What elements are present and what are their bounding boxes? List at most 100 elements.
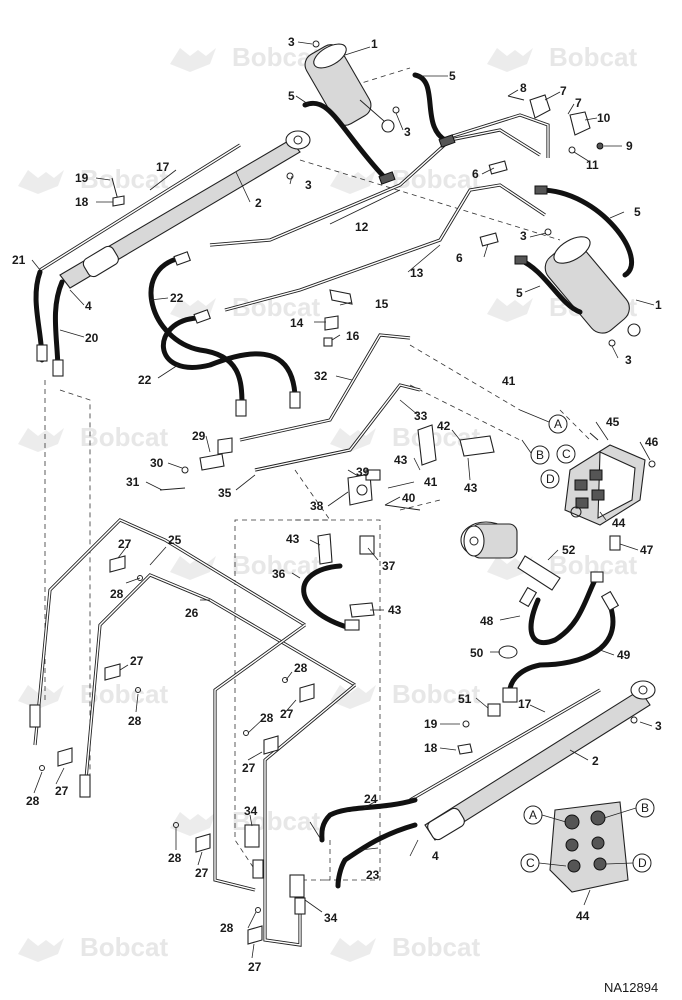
callout-40: 40 <box>402 491 416 505</box>
callout-31: 31 <box>126 475 140 489</box>
port-label-a: A <box>554 417 562 431</box>
callout-46: 46 <box>645 435 659 449</box>
callout-5: 5 <box>449 69 456 83</box>
hose-36 <box>301 563 353 631</box>
port-labels-upper: A B C D <box>519 409 576 489</box>
callout-21: 21 <box>12 253 26 267</box>
hose-20 <box>52 279 65 375</box>
tube-13 <box>224 183 546 312</box>
callout-numbers: 1 1 2 2 3 3 3 3 3 3 4 4 5 5 5 5 6 6 7 7 … <box>12 35 662 974</box>
callout-39: 39 <box>356 465 370 479</box>
hose-22a <box>148 255 245 408</box>
bobcat-logo-icon <box>170 556 216 580</box>
bobcat-logo-icon <box>18 938 64 962</box>
tube-17-left <box>39 143 241 272</box>
drawing-number: NA12894 <box>604 980 658 995</box>
hose-23 <box>335 822 418 889</box>
o-ring <box>498 645 518 659</box>
callout-24: 24 <box>364 792 378 806</box>
callout-7: 7 <box>560 84 567 98</box>
bobcat-logo-icon <box>170 812 216 836</box>
callout-9: 9 <box>626 139 633 153</box>
callout-3: 3 <box>520 229 527 243</box>
port-label-d: D <box>546 472 555 486</box>
callout-34: 34 <box>244 804 258 818</box>
callout-36: 36 <box>272 567 286 581</box>
bobcat-logo-icon <box>170 48 216 72</box>
callout-3: 3 <box>305 178 312 192</box>
callout-18: 18 <box>75 195 89 209</box>
callout-16: 16 <box>346 329 360 343</box>
callout-3: 3 <box>288 35 295 49</box>
callout-34: 34 <box>324 911 338 925</box>
assembly-dashed-lines <box>44 67 591 881</box>
callout-41: 41 <box>502 374 516 388</box>
port-label-c: C <box>562 447 571 461</box>
tube-26 <box>83 573 356 791</box>
tube-33 <box>254 383 421 472</box>
hose-22b <box>161 315 298 398</box>
inset-port-label-c: C <box>526 856 535 870</box>
tilt-cylinder-right <box>544 236 641 337</box>
tilt-cylinder-top <box>304 43 395 133</box>
callout-15: 15 <box>375 297 389 311</box>
callout-29: 29 <box>192 429 206 443</box>
callout-38: 38 <box>310 499 324 513</box>
watermark-text: Bobcat <box>80 422 168 452</box>
hydraulic-motor <box>460 521 561 591</box>
bobcat-logo-icon <box>330 938 376 962</box>
valve-detail-inset: A B C D <box>520 798 655 893</box>
callout-23: 23 <box>366 868 380 882</box>
hardware <box>111 40 638 755</box>
callout-19: 19 <box>424 717 438 731</box>
bobcat-logo-icon <box>487 298 533 322</box>
callout-20: 20 <box>85 331 99 345</box>
bobcat-logo-icon <box>18 170 64 194</box>
callout-51: 51 <box>458 692 472 706</box>
bobcat-logo-icon <box>330 170 376 194</box>
callout-28: 28 <box>26 794 40 808</box>
callout-4: 4 <box>85 299 92 313</box>
callout-17: 17 <box>518 697 532 711</box>
callout-43: 43 <box>394 453 408 467</box>
hose-5-top-right <box>412 72 448 143</box>
callout-50: 50 <box>470 646 484 660</box>
hose-5-right <box>537 187 634 278</box>
tube-upper-bridge <box>439 113 550 158</box>
callout-27: 27 <box>55 784 69 798</box>
callout-37: 37 <box>382 559 396 573</box>
callout-leaders <box>31 41 655 959</box>
callout-2: 2 <box>592 754 599 768</box>
tube-clamps <box>39 555 315 945</box>
callout-7: 7 <box>575 96 582 110</box>
callout-42: 42 <box>437 419 451 433</box>
bobcat-logo-icon <box>487 556 533 580</box>
callout-18: 18 <box>424 741 438 755</box>
callout-28: 28 <box>220 921 234 935</box>
watermark-text: Bobcat <box>549 42 637 72</box>
hose-49 <box>507 602 616 693</box>
callout-27: 27 <box>242 761 256 775</box>
callout-17: 17 <box>156 160 170 174</box>
fittings <box>29 134 621 915</box>
lift-cylinder-right <box>424 680 656 841</box>
tube-25 <box>33 518 306 746</box>
callout-5: 5 <box>516 286 523 300</box>
callout-3: 3 <box>404 125 411 139</box>
callout-6: 6 <box>472 167 479 181</box>
callout-11: 11 <box>586 158 599 172</box>
control-valve <box>564 432 656 526</box>
watermark-text: Bobcat <box>232 550 320 580</box>
callout-1: 1 <box>371 37 378 51</box>
watermark-text: Bobcat <box>80 164 168 194</box>
callout-43: 43 <box>464 481 478 495</box>
callout-4: 4 <box>432 849 439 863</box>
callout-28: 28 <box>128 714 142 728</box>
callout-41: 41 <box>424 475 438 489</box>
hose-48 <box>528 577 598 645</box>
bobcat-logo-icon <box>330 428 376 452</box>
callout-27: 27 <box>118 537 132 551</box>
bobcat-logo-icon <box>487 48 533 72</box>
callout-35: 35 <box>218 486 232 500</box>
